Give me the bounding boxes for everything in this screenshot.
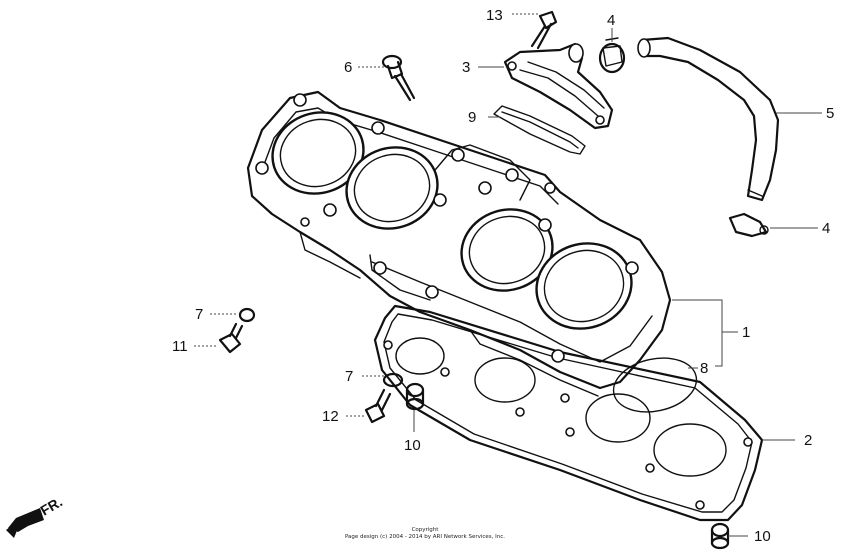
callout-7-left: 7 [195,306,203,323]
bolt-13 [530,10,558,50]
callout-8: 8 [700,360,708,377]
bolt-12 [364,388,392,424]
dowel-pin-10-bottom [710,522,730,550]
leader-lines [194,13,822,537]
callout-4-upper: 4 [607,12,615,29]
joint-gasket [493,105,586,155]
callout-2: 2 [804,432,812,449]
cylinder-block [246,90,672,397]
water-hose [637,36,780,202]
callout-13: 13 [486,7,503,24]
callout-1: 1 [742,324,750,341]
hose-clamp-lower [728,212,769,238]
callout-6: 6 [344,59,352,76]
dowel-pin-10-center [405,382,425,411]
bolt-11 [218,322,244,354]
front-direction-arrow: FR. [6,493,65,538]
callout-10-center: 10 [404,437,421,454]
hose-clamp-upper [598,37,626,74]
bolt-6 [381,54,416,102]
base-gasket [373,304,764,522]
washer-7-left [238,307,256,323]
callout-10-bottom: 10 [754,528,771,545]
o-ring [612,357,698,413]
callout-3: 3 [462,59,470,76]
callout-5: 5 [826,105,834,122]
water-joint [503,42,614,130]
washer-7-center [382,372,404,388]
callout-7-center: 7 [345,368,353,385]
callout-12: 12 [322,408,339,425]
copyright-line-2: Page design (c) 2004 - 2014 by ARI Netwo… [345,534,505,540]
callout-9: 9 [468,109,476,126]
copyright-line-1: Copyright [412,527,440,533]
callout-4-lower: 4 [822,220,830,237]
callout-11: 11 [172,338,188,355]
